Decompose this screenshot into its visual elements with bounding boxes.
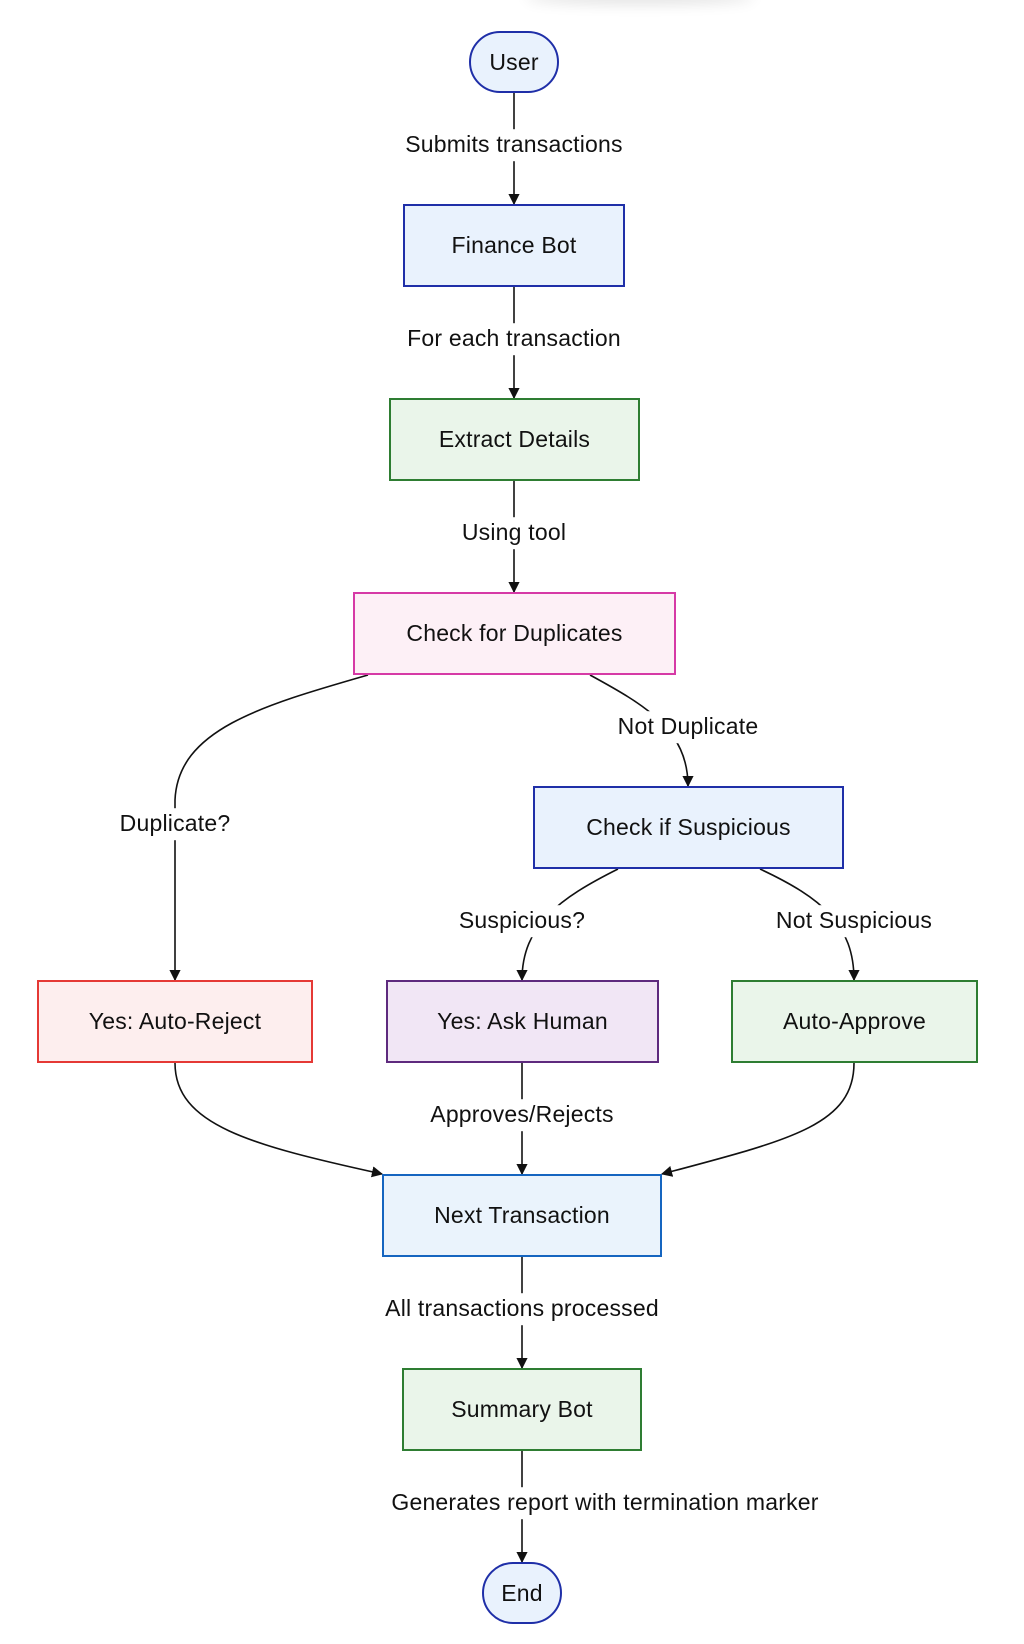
node-check-if-suspicious: Check if Suspicious (533, 786, 844, 869)
node-auto-approve: Auto-Approve (731, 980, 978, 1063)
node-yes-auto-reject-label: Yes: Auto-Reject (88, 1008, 262, 1034)
node-yes-auto-reject: Yes: Auto-Reject (37, 980, 313, 1063)
edge-label-duplicate: Duplicate? (115, 808, 235, 840)
edge-label-submits-transactions: Submits transactions (401, 129, 627, 161)
node-end-label: End (501, 1579, 543, 1606)
edge-label-not-suspicious: Not Suspicious (771, 905, 937, 937)
edge-label-all-transactions-processed: All transactions processed (381, 1293, 663, 1325)
node-user-label: User (489, 48, 539, 75)
edge-label-generates-report: Generates report with termination marker (387, 1487, 823, 1519)
edge-auto-reject-to-next-transaction (174, 1062, 384, 1178)
edge-label-not-duplicate: Not Duplicate (613, 711, 763, 743)
node-yes-ask-human-label: Yes: Ask Human (437, 1008, 608, 1034)
edge-label-approves-rejects: Approves/Rejects (426, 1099, 618, 1131)
node-finance-bot-label: Finance Bot (451, 232, 577, 258)
node-auto-approve-label: Auto-Approve (782, 1008, 927, 1034)
node-check-for-duplicates: Check for Duplicates (353, 592, 676, 675)
edge-label-using-tool: Using tool (457, 517, 571, 549)
node-user: User (469, 31, 559, 93)
node-check-for-duplicates-label: Check for Duplicates (406, 620, 623, 646)
node-next-transaction-label: Next Transaction (434, 1202, 610, 1228)
edge-label-suspicious: Suspicious? (454, 905, 590, 937)
edge-auto-approve-to-next-transaction (660, 1062, 855, 1177)
node-next-transaction: Next Transaction (382, 1174, 662, 1257)
node-check-if-suspicious-label: Check if Suspicious (586, 814, 791, 840)
node-end: End (482, 1562, 562, 1624)
node-finance-bot: Finance Bot (403, 204, 625, 287)
node-extract-details: Extract Details (389, 398, 640, 481)
node-extract-details-label: Extract Details (438, 426, 591, 452)
node-yes-ask-human: Yes: Ask Human (386, 980, 659, 1063)
node-summary-bot: Summary Bot (402, 1368, 642, 1451)
edge-label-for-each-transaction: For each transaction (403, 323, 625, 355)
edge-check-duplicates-to-auto-reject (169, 674, 369, 982)
node-summary-bot-label: Summary Bot (451, 1396, 593, 1422)
